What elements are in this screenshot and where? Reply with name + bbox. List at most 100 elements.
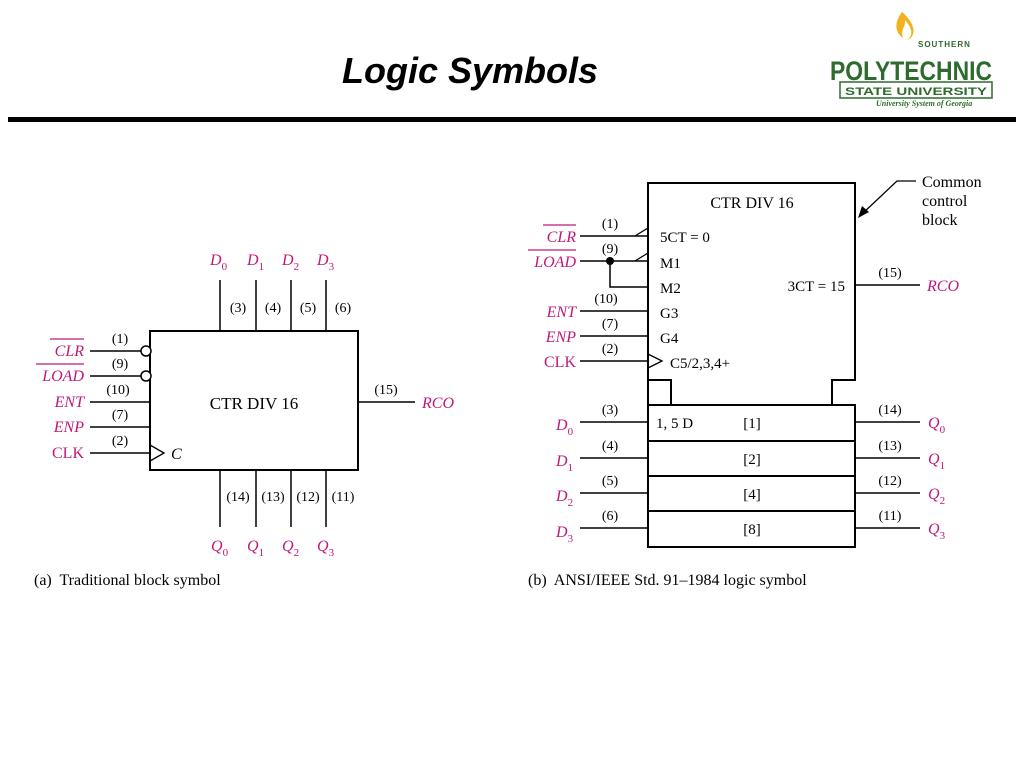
signal-label: CLK [544,354,576,371]
top-input-d0: (3) D0 [209,252,246,331]
signal-label: RCO [926,278,959,295]
inversion-bubble [140,370,152,382]
stage-2: (5) [4] (12) D2 Q2 [555,474,945,509]
pin-number: (1) [112,332,129,347]
logo-top-text: SOUTHERN [918,40,971,49]
common-control-annotation: Common control block [858,174,982,229]
pin-in: (3) [602,403,619,418]
pin-number: (15) [878,266,902,281]
output-label: Q2 [928,486,945,507]
weight: [4] [743,487,761,503]
control-label-m1: M1 [660,256,681,272]
ansi-block-label: CTR DIV 16 [710,195,793,212]
clock-triangle [149,444,166,462]
bottom-output-q2: (12) Q2 [282,470,320,559]
pin-number: (3) [230,301,247,316]
annotation-line-1: Common [922,174,982,191]
clock-mark: C [171,446,182,463]
title-divider [8,117,1016,122]
pin-in: (4) [602,439,619,454]
output-label: Q1 [928,451,945,472]
stage-0-function: 1, 5 D [656,416,693,432]
signal-label: ENP [545,329,576,346]
output-label: Q3 [928,521,946,542]
left-input-ent: (10) ENT [54,383,150,411]
annotation-leader [861,180,916,215]
pin-out: (14) [878,403,902,418]
control-block [647,182,856,405]
signal-label: ENP [53,419,84,436]
top-input-d2: (5) D2 [281,252,316,331]
signal-label: CLK [52,445,84,462]
left-input-load: (9) LOAD [36,357,152,385]
pin-number: (13) [261,490,285,505]
ansi-input-clk: (2) CLK [544,342,664,371]
signal-label: D0 [209,252,228,273]
output-label-3ct: 3CT = 15 [788,279,845,295]
pin-number: (9) [112,357,129,372]
pin-number: (4) [265,301,282,316]
pin-out: (12) [878,474,902,489]
pin-in: (5) [602,474,619,489]
control-label-m2: M2 [660,281,681,297]
logo-sub-text: STATE UNIVERSITY [845,86,988,98]
signal-label: CLR [547,229,577,246]
polarity-indicator [634,226,649,237]
pin-number: (2) [602,342,619,357]
control-label-g4: G4 [660,331,679,347]
page-title: Logic Symbols [341,50,599,91]
ansi-input-clr: (1) CLR [543,217,649,246]
stage-3: (6) [8] (11) D3 Q3 [555,509,946,545]
logo-main-text: POLYTECHNIC [830,56,992,86]
ansi-input-enp: (7) ENP [545,317,648,346]
signal-label: Q2 [282,538,299,559]
bottom-output-q0: (14) Q0 [211,470,250,559]
pin-number: (6) [335,301,352,316]
ansi-symbol: CTR DIV 16 Common control block 5CT = 0 … [528,174,982,589]
weight: [1] [743,416,761,432]
pin-number: (10) [106,383,130,398]
traditional-caption: (a) Traditional block symbol [34,572,221,589]
control-label-5ct: 5CT = 0 [660,230,710,246]
pin-number: (15) [374,383,398,398]
left-input-clr: (1) CLR [50,332,152,360]
university-logo: SOUTHERN POLYTECHNIC STATE UNIVERSITY Un… [830,12,993,108]
signal-label: D2 [281,252,299,273]
traditional-block [149,330,359,471]
m2-branch-wire [609,261,648,288]
input-label: D2 [555,488,573,509]
control-label-g3: G3 [660,306,678,322]
ansi-caption: (b) ANSI/IEEE Std. 91–1984 logic symbol [528,572,807,589]
pin-number: (9) [602,242,619,257]
logo-box [839,81,993,99]
pin-number: (5) [300,301,317,316]
stage-1: (4) [2] (13) D1 Q1 [555,439,945,474]
annotation-line-2: control [922,193,968,210]
input-label: D0 [555,417,574,438]
arrow-head-icon [858,206,869,218]
pin-number: (2) [112,434,129,449]
stage-0: (3) [1] (14) D0 Q0 [555,403,946,438]
signal-label: ENT [54,394,85,411]
bottom-output-q1: (13) Q1 [247,470,285,559]
signal-label: LOAD [41,368,84,385]
signal-label: CLR [55,343,85,360]
annotation-line-3: block [922,212,958,229]
pin-number: (12) [296,490,320,505]
flame-icon [896,12,914,40]
inversion-bubble [140,345,152,357]
control-label-c5: C5/2,3,4+ [670,356,730,372]
pin-number: (11) [332,490,355,505]
output-label: Q0 [928,415,946,436]
logo-tag-text: University System of Georgia [876,99,972,108]
signal-label: D3 [316,252,335,273]
pin-number: (10) [594,292,618,307]
stage-3-box [647,510,856,548]
signal-label: ENT [546,304,577,321]
ansi-output-rco: (15) RCO [855,266,959,295]
pin-number: (14) [226,490,250,505]
signal-label: RCO [421,395,454,412]
pin-number: (1) [602,217,619,232]
pin-out: (13) [878,439,902,454]
